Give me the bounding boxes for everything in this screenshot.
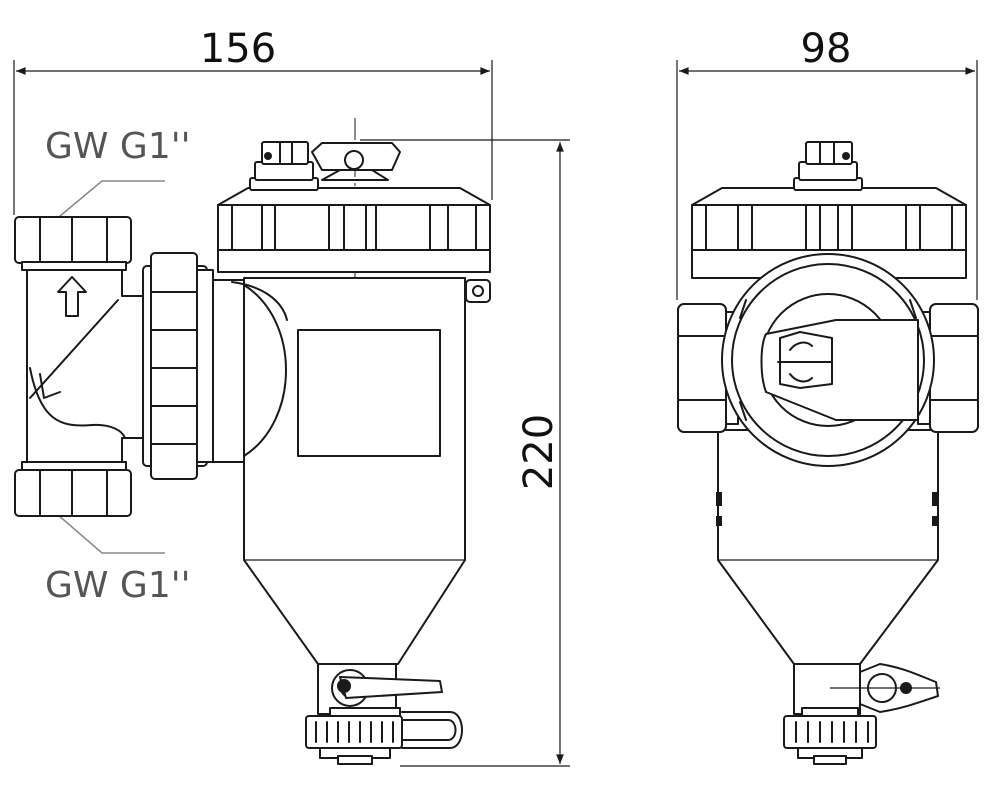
dimension-width-side-label: 98 <box>801 26 852 72</box>
vent-handle <box>311 142 401 181</box>
side-view <box>677 141 979 765</box>
dimension-height: 220 <box>360 139 570 767</box>
side-top-cap <box>691 187 967 279</box>
dimension-width-side: 98 <box>676 26 978 300</box>
inlet-pipe <box>14 216 149 517</box>
side-coupling-ring <box>721 253 935 467</box>
dimension-height-label: 220 <box>516 414 562 490</box>
bottom-union-nut <box>14 461 132 517</box>
air-vent <box>249 141 319 191</box>
callout-bottom: GW G1'' <box>45 507 191 606</box>
callout-top-label: GW G1'' <box>45 126 191 167</box>
filter-housing <box>231 277 491 665</box>
dimension-width-front-label: 156 <box>200 26 276 72</box>
callout-top: GW G1'' <box>45 126 191 227</box>
side-coupling <box>142 252 246 480</box>
label-plate <box>297 329 441 457</box>
side-air-vent <box>793 141 863 191</box>
drain-valve <box>305 663 463 765</box>
dimension-width-front: 156 <box>13 26 493 215</box>
top-union-nut <box>14 216 132 271</box>
callout-bottom-label: GW G1'' <box>45 565 191 606</box>
top-cap <box>217 187 491 273</box>
flow-arrow-icon <box>57 276 87 317</box>
side-drain-valve <box>783 663 940 765</box>
front-view <box>14 118 491 765</box>
